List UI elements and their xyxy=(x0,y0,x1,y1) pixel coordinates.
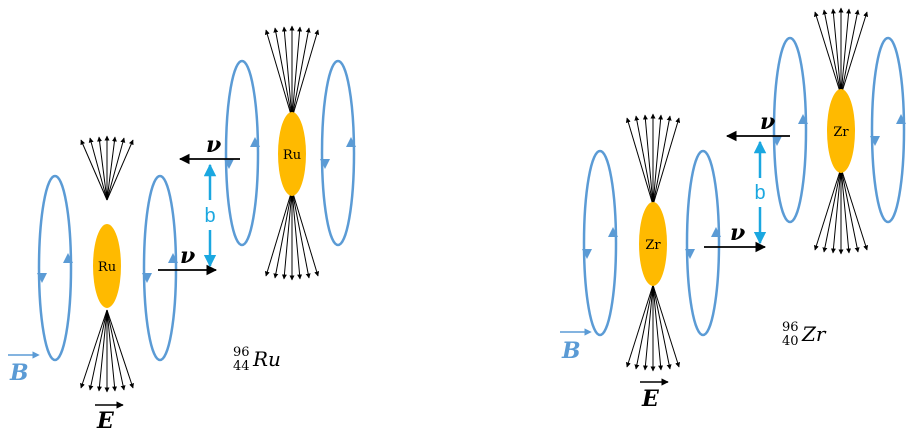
ru-e-field-label-text: E xyxy=(96,408,115,433)
zr-velocity-label-lower: ν xyxy=(730,220,745,246)
ru-isotope-notation: 96 44 Ru xyxy=(233,345,281,374)
zr-nucleus-upper-label: Zr xyxy=(833,125,849,140)
zr-upper-e-field-fan-bottom xyxy=(813,167,869,255)
ru-e-field-fan-bottom xyxy=(80,309,134,393)
zr-b-field-label-text: B xyxy=(561,338,581,364)
ru-nucleus-upper-group: Ru xyxy=(224,25,356,281)
zr-e-field-fan-bottom xyxy=(625,284,681,372)
ru-e-field-label: E xyxy=(95,401,124,433)
ru-b-ring-upper-right xyxy=(320,59,356,247)
zr-e-field-label: E xyxy=(640,378,669,412)
zr-e-field-label-text: E xyxy=(641,386,660,412)
zr-nucleus-upper xyxy=(827,89,855,173)
zr-nucleus-lower xyxy=(639,202,667,286)
zr-isotope-notation: 96 40 Zr xyxy=(782,320,827,349)
ru-nucleus-lower-label: Ru xyxy=(98,260,116,275)
ru-e-field-fan-top xyxy=(80,135,134,201)
zr-b-ring-upper-left xyxy=(772,36,808,224)
zr-nucleus-upper-group: Zr xyxy=(772,7,906,255)
zr-nucleus-lower-label: Zr xyxy=(645,238,661,253)
zr-velocity-label-upper: ν xyxy=(760,109,775,135)
ru-isotope-symbol: Ru xyxy=(252,347,281,371)
ru-isotope-mass: 96 xyxy=(233,345,250,360)
zr-b-field-label: B xyxy=(560,328,592,364)
zr-impact-label: b xyxy=(754,182,765,204)
ru-nucleus-lower-group: Ru xyxy=(37,135,178,393)
ru-nucleus-upper-label: Ru xyxy=(283,148,301,163)
ru-upper-e-field-fan-top xyxy=(264,25,320,119)
ru-b-field-label-text: B xyxy=(9,360,29,386)
panel-zr: Zr xyxy=(560,7,906,412)
zr-isotope-charge: 40 xyxy=(782,334,799,349)
zr-isotope-mass: 96 xyxy=(782,320,799,335)
zr-b-ring-right xyxy=(685,149,721,337)
ru-velocity-label-upper: ν xyxy=(206,132,221,158)
zr-b-ring-upper-right xyxy=(870,36,906,224)
zr-b-ring-left xyxy=(582,149,618,337)
ru-upper-e-field-fan-bottom xyxy=(264,189,320,281)
zr-isotope-symbol: Zr xyxy=(801,322,827,346)
zr-nucleus-lower-group: Zr xyxy=(582,113,721,372)
zr-e-field-fan-top xyxy=(625,113,681,206)
zr-upper-e-field-fan-top xyxy=(813,7,869,96)
ru-nucleus-lower xyxy=(93,224,121,308)
ru-velocity-label-lower: ν xyxy=(180,243,195,269)
ru-b-field-label: B xyxy=(8,351,40,386)
ru-b-ring-right xyxy=(142,174,178,362)
ru-impact-label: b xyxy=(204,205,215,227)
panel-ru: Ru xyxy=(8,25,356,433)
ru-b-ring-left xyxy=(37,174,73,362)
ru-nucleus-upper xyxy=(278,112,306,196)
ru-b-ring-upper-left xyxy=(224,59,260,247)
ru-isotope-charge: 44 xyxy=(233,359,250,374)
